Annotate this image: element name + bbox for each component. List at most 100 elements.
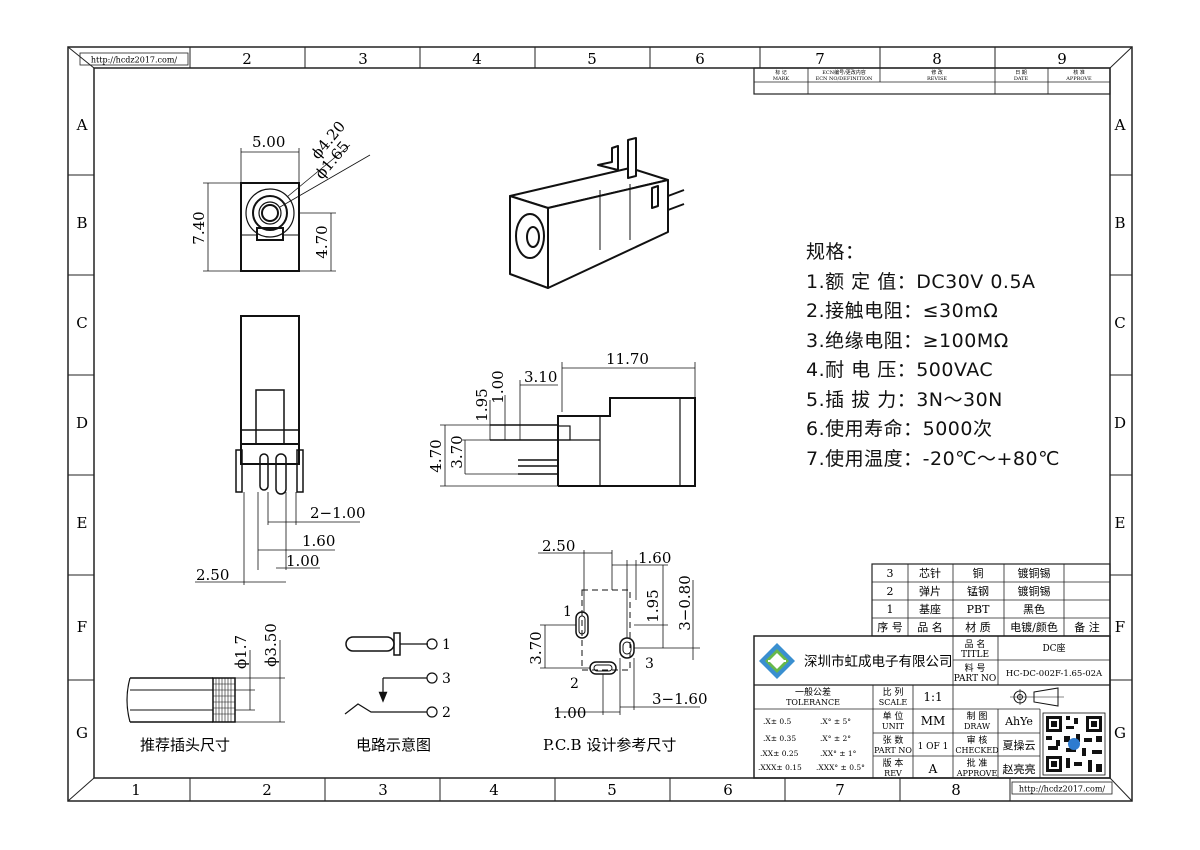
title-block-labels: 品 名 TITLE 料 号 PART NO DC座 HC-DC-002F-1.6… (786, 638, 1103, 778)
dim-height: 7.40 (190, 211, 208, 244)
dim-pin-offset: 1.00 (286, 552, 319, 570)
dim-pcb-250: 2.50 (542, 537, 575, 555)
column-labels-bottom: 1 2 3 4 5 6 7 8 (131, 781, 961, 799)
front-view (203, 144, 371, 272)
circuit-pin-3: 3 (442, 671, 451, 687)
bottom-view (195, 315, 360, 585)
spec-item: 2.接触电阻：≤30mΩ (806, 300, 999, 322)
scale-value: 1:1 (923, 690, 942, 704)
draw-en: DRAW (964, 722, 991, 731)
check-en: CHECKED (955, 746, 998, 755)
row-label: C (76, 314, 87, 332)
spec-title: 规格： (806, 241, 865, 263)
col-label: 4 (489, 781, 499, 799)
url-text-bottom: http://hcdz2017.com/ (1019, 785, 1106, 794)
col-label: 2 (262, 781, 272, 799)
dim-side-195: 1.95 (473, 388, 491, 421)
row-label: D (76, 414, 88, 432)
column-labels-top: 2 3 4 5 6 7 8 9 (242, 50, 1067, 68)
col-label: 5 (587, 50, 597, 68)
rev-ecn-cn: ECN编号/更改内容 (822, 69, 866, 76)
spec-item: 1.额 定 值：DC30V 0.5A (806, 270, 1036, 293)
row-label: F (77, 618, 87, 636)
col-label: 5 (607, 781, 617, 799)
title-label-en: TITLE (961, 650, 989, 660)
bom-no: 2 (887, 585, 894, 598)
outer-frame (67, 46, 1133, 802)
bottom-view-dims: 2−1.00 1.60 1.00 2.50 (196, 504, 366, 584)
dim-pcb-080: 3−0.80 (676, 575, 694, 631)
bom-header-name: 品 名 (917, 620, 943, 634)
inner-frame (93, 67, 1111, 779)
tolerance-cn: 一般公差 (795, 686, 831, 698)
circuit-diagram (344, 632, 438, 718)
isometric-view (509, 137, 685, 289)
row-label: C (1114, 314, 1125, 332)
sheet-cn: 张 数 (883, 734, 904, 746)
approve-value: 赵亮亮 (1003, 762, 1036, 776)
check-value: 夏操云 (1003, 738, 1036, 752)
dim-pcb-3-160: 3−1.60 (652, 690, 708, 708)
revision-block: 标 记 MARK ECN编号/更改内容 ECN NO/DEFINITION 修 … (753, 67, 1111, 95)
spec-list: 规格： 1.额 定 值：DC30V 0.5A 2.接触电阻：≤30mΩ 3.绝缘… (806, 238, 1060, 474)
title-label-cn: 品 名 (965, 638, 986, 650)
url-text-top: http://hcdz2017.com/ (91, 56, 178, 65)
row-label: A (76, 116, 88, 134)
spec-item: 3.绝缘电阻：≥100MΩ (806, 329, 1009, 352)
pcb-pin-3: 3 (645, 656, 654, 672)
row-label: F (1115, 618, 1125, 636)
tol-linear: .XX± 0.25 (760, 749, 799, 758)
bom-material: 锰钢 (967, 584, 989, 598)
qr-code-icon (1042, 712, 1106, 776)
bom-header-note: 备 注 (1074, 620, 1100, 634)
pcb-pin-2: 2 (570, 676, 579, 692)
col-label: 2 (242, 50, 252, 68)
url-box-top (79, 52, 189, 66)
col-label: 4 (472, 50, 482, 68)
rev-date-cn: 日 期 (1015, 70, 1027, 76)
rev-en: REV (884, 769, 902, 778)
rev-ecn-en: ECN NO/DEFINITION (816, 76, 873, 82)
circuit-pins: 1 3 2 (442, 637, 451, 721)
dim-pin-spacing: 1.60 (302, 532, 335, 550)
scale-en: SCALE (879, 698, 908, 707)
unit-value: MM (921, 714, 946, 728)
bom-material: PBT (967, 603, 990, 616)
col-label: 6 (695, 50, 705, 68)
draw-cn: 制 图 (967, 710, 988, 722)
circuit-pin-2: 2 (442, 705, 451, 721)
row-label: D (1114, 414, 1126, 432)
col-label: 3 (378, 781, 388, 799)
col-label: 8 (951, 781, 961, 799)
dim-plug-inner: ϕ1.7 (232, 635, 250, 669)
sheet-value: 1 OF 1 (918, 742, 949, 752)
company-name: 深圳市虹成电子有限公司 (804, 653, 953, 670)
bom-material: 铜 (973, 566, 984, 580)
url-box-bottom (1011, 781, 1113, 795)
pcb-layout (538, 550, 700, 715)
side-view (440, 362, 696, 487)
sheet-en: PART NO (874, 746, 912, 755)
rev-mark-cn: 标 记 (775, 69, 787, 76)
spec-item: 6.使用寿命：5000次 (806, 418, 993, 440)
bom-name: 弹片 (919, 584, 941, 598)
tol-angular: .X° ± 5° (820, 717, 851, 726)
approve-en: APPROVE (956, 769, 998, 778)
projection-symbol-icon (1010, 687, 1064, 707)
tol-linear: .X± 0.35 (763, 734, 796, 743)
rev-revise-cn: 修 改 (931, 69, 943, 76)
title-value: DC座 (1042, 642, 1065, 654)
col-label: 3 (358, 50, 368, 68)
bom-no: 3 (887, 567, 894, 580)
col-label: 9 (1057, 50, 1067, 68)
tol-angular: .XX° ± 1° (820, 749, 857, 758)
col-label: 1 (131, 781, 141, 799)
frame-corners (67, 46, 1133, 802)
scale-cn: 比 列 (883, 686, 904, 698)
col-label: 7 (835, 781, 845, 799)
row-label: G (1114, 724, 1126, 742)
dim-overall-pin: 2.50 (196, 566, 229, 584)
company-logo (759, 643, 795, 679)
row-label: E (77, 514, 88, 532)
dim-pcb-100: 1.00 (553, 704, 586, 722)
